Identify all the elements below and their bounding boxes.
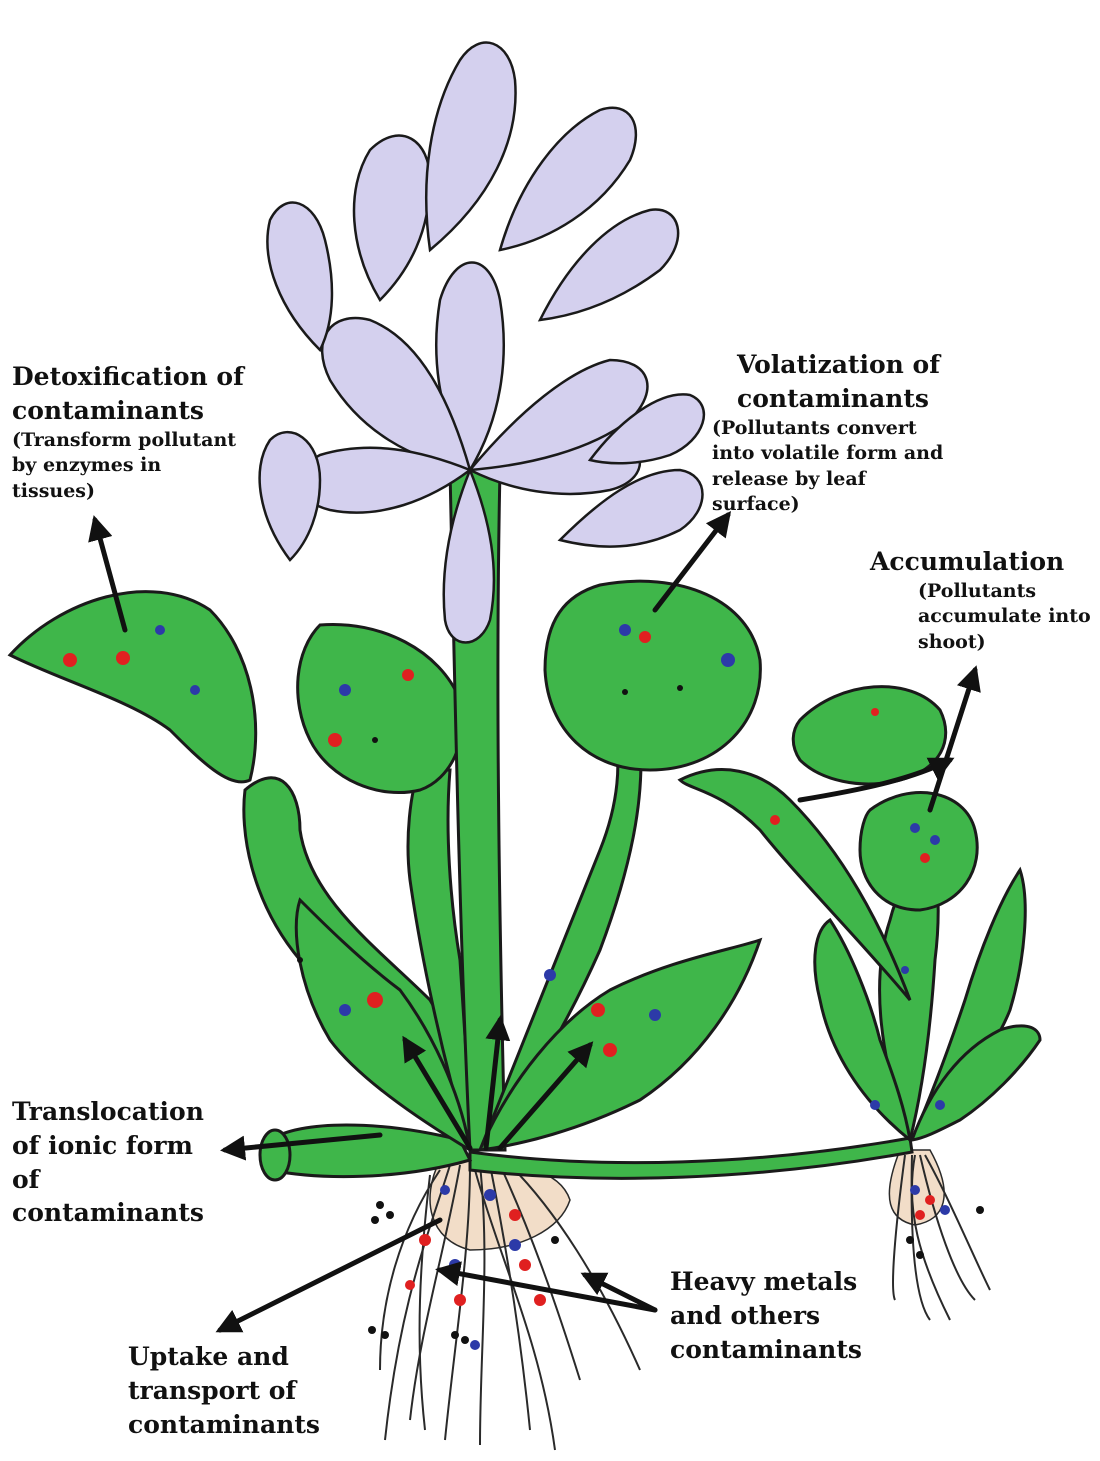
- arrow-transloc: [220, 1132, 383, 1161]
- leaf-lower-right: [477, 937, 763, 1152]
- stolon: [468, 1136, 914, 1180]
- arrow-heavy-2: [580, 1272, 658, 1313]
- flower-cluster: [258, 41, 706, 644]
- label-heavy-metals: Heavy metals and others contaminants: [670, 1267, 862, 1364]
- arrow-volat: [652, 511, 732, 613]
- arrow-heavy-1: [435, 1261, 658, 1313]
- arrow-up-mid: [483, 1015, 511, 1151]
- leaf-lower-left: [294, 897, 473, 1153]
- secondary-root-cluster: [888, 1149, 991, 1321]
- label-uptake: Uptake and transport of contaminants: [128, 1342, 320, 1439]
- arrow-up-right: [497, 1041, 594, 1151]
- label-detoxification: Detoxification of contaminants (Transfor…: [12, 362, 244, 502]
- offshoot-plant: [677, 685, 1042, 1146]
- arrow-accum: [927, 665, 981, 813]
- label-translocation: Translocation of ionic form of contamina…: [12, 1097, 204, 1228]
- arrow-uptake: [215, 1217, 443, 1333]
- label-volatization: Volatization of contaminants (Pollutants…: [712, 350, 944, 516]
- pollutant-dots: [63, 624, 984, 1350]
- arrow-accum-branch: [797, 757, 955, 803]
- main-root-cluster: [379, 1159, 641, 1451]
- arrow-detox: [88, 515, 128, 633]
- label-accumulation: Accumulation (Pollutants accumulate into…: [870, 547, 1091, 654]
- arrows: [88, 511, 981, 1333]
- arrow-up-left: [402, 1035, 473, 1151]
- leaf-left-round: [296, 622, 472, 1151]
